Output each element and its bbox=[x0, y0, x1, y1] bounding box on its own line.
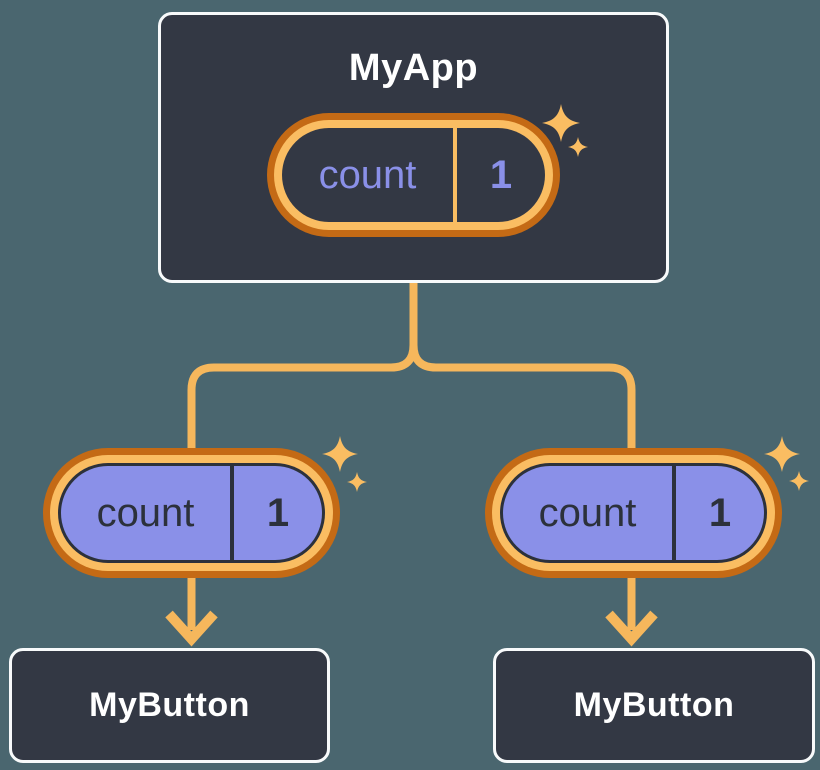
sparkle-small-icon bbox=[789, 471, 809, 491]
sparkle-small-icon bbox=[347, 472, 367, 492]
state-pill-ring: count 1 bbox=[274, 120, 553, 230]
sparkle-large-icon bbox=[322, 436, 358, 472]
arrow-down-right-icon bbox=[605, 610, 658, 647]
state-pill-myapp: count 1 bbox=[267, 113, 560, 237]
pill-divider bbox=[672, 466, 676, 560]
state-pill-value: 1 bbox=[489, 152, 513, 197]
state-pill-key: count bbox=[318, 152, 417, 197]
prop-pill-outline: count 1 bbox=[500, 463, 767, 563]
sparkle-large-icon bbox=[764, 436, 800, 472]
mybutton-left-label: MyButton bbox=[89, 686, 250, 724]
prop-pill-key: count bbox=[538, 490, 637, 535]
mybutton-right-label: MyButton bbox=[573, 686, 735, 724]
connector-right-branch bbox=[409, 283, 636, 630]
prop-pill-body: count 1 bbox=[61, 466, 322, 560]
mybutton-left-node: MyButton bbox=[9, 648, 330, 763]
pill-divider bbox=[453, 128, 457, 222]
state-pill-body: count 1 bbox=[282, 128, 545, 222]
prop-pill-right: count 1 bbox=[485, 448, 782, 578]
prop-pill-value: 1 bbox=[708, 490, 732, 535]
prop-pill-ring: count 1 bbox=[492, 455, 775, 571]
prop-pill-outline: count 1 bbox=[58, 463, 325, 563]
myapp-label: MyApp bbox=[348, 47, 479, 89]
prop-pill-value: 1 bbox=[266, 490, 290, 535]
prop-pill-ring: count 1 bbox=[50, 455, 333, 571]
prop-pill-left: count 1 bbox=[43, 448, 340, 578]
prop-pill-key: count bbox=[96, 490, 195, 535]
sparkle-large-icon bbox=[542, 104, 580, 142]
prop-pill-body: count 1 bbox=[503, 466, 764, 560]
sparkle-small-icon bbox=[568, 137, 588, 157]
arrow-down-left-icon bbox=[165, 610, 218, 647]
mybutton-right-node: MyButton bbox=[493, 648, 815, 763]
pill-divider bbox=[230, 466, 234, 560]
